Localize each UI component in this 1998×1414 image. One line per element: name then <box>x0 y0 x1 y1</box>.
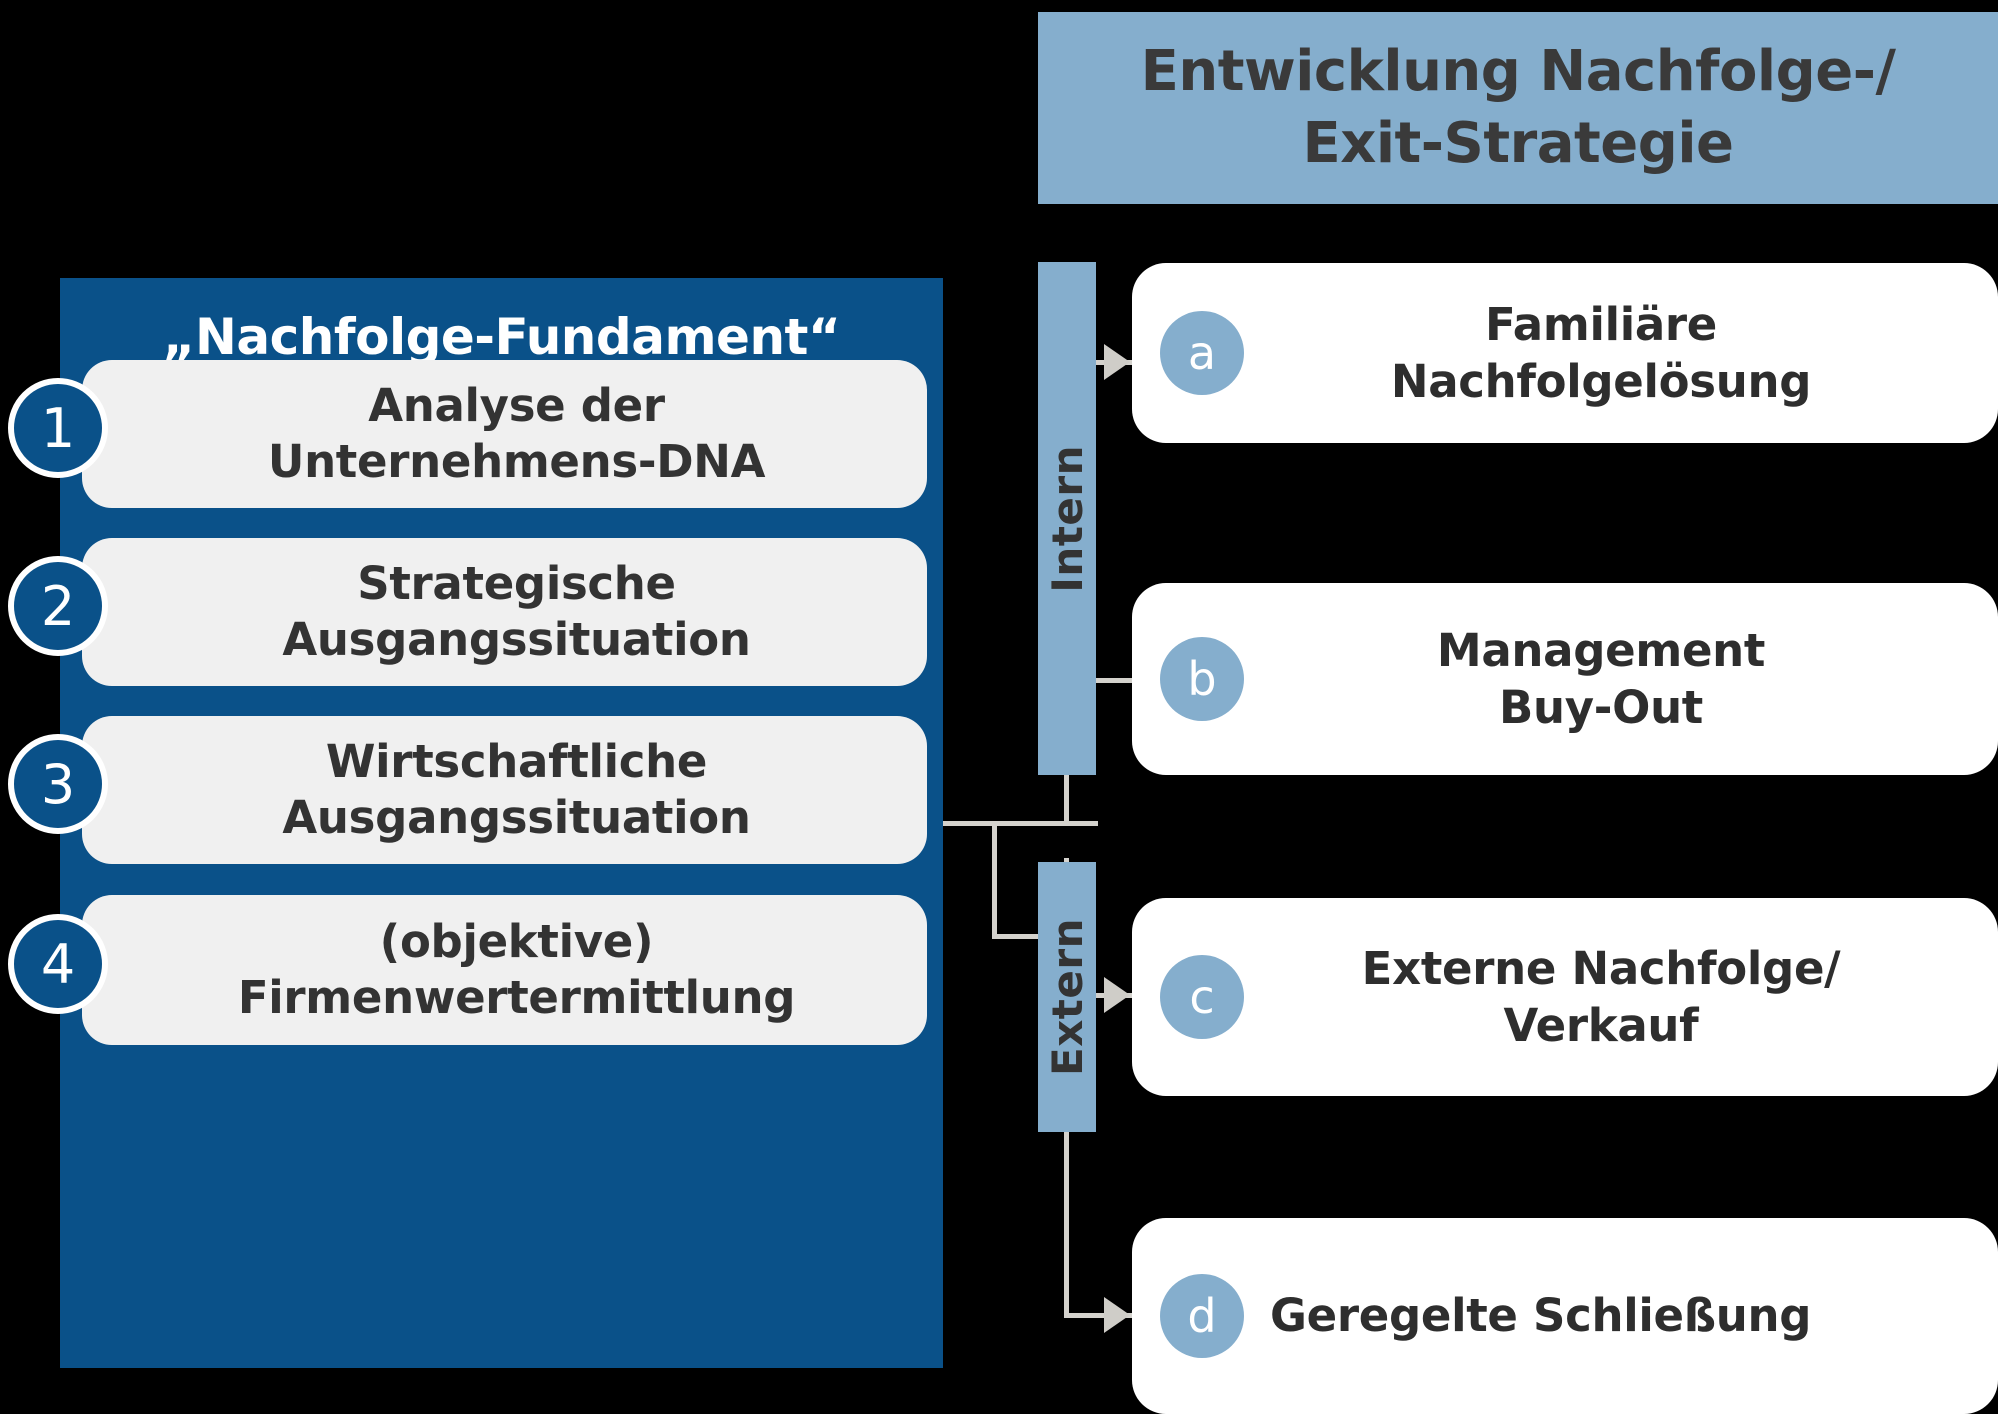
option-card-a[interactable]: a Familiäre Nachfolgelösung <box>1132 263 1998 443</box>
fundament-title: „Nachfolge-Fundament“ <box>162 308 841 366</box>
connector-intern-to-b <box>1096 678 1136 683</box>
category-label-intern: Intern <box>1042 444 1092 593</box>
nachfolge-fundament-panel: „Nachfolge-Fundament“ Analyse der Untern… <box>60 278 943 1368</box>
connector-extern-to-d-horizontal <box>1064 1313 1138 1318</box>
fundament-step-card-1[interactable]: Analyse der Unternehmens-DNA <box>82 360 927 508</box>
fundament-step-card-2[interactable]: Strategische Ausgangssituation <box>82 538 927 686</box>
option-badge-a: a <box>1160 311 1244 395</box>
step-number-badge-4: 4 <box>8 914 108 1014</box>
option-badge-b: b <box>1160 637 1244 721</box>
fundament-step-label-2: Strategische Ausgangssituation <box>282 556 751 666</box>
option-card-c[interactable]: c Externe Nachfolge/ Verkauf <box>1132 898 1998 1096</box>
category-bar-extern: Extern <box>1038 862 1096 1132</box>
connector-trunk-horizontal <box>943 821 1098 826</box>
step-number-badge-1: 1 <box>8 378 108 478</box>
option-badge-c: c <box>1160 955 1244 1039</box>
arrow-head-to-d <box>1104 1297 1130 1333</box>
arrow-head-to-c <box>1104 977 1130 1013</box>
fundament-step-label-4: (objektive) Firmenwertermittlung <box>237 914 796 1024</box>
connector-extern-to-d-vertical <box>1064 1132 1069 1317</box>
category-bar-intern: Intern <box>1038 262 1096 775</box>
option-card-d[interactable]: d Geregelte Schließung <box>1132 1218 1998 1414</box>
option-card-b[interactable]: b Management Buy-Out <box>1132 583 1998 775</box>
fundament-step-card-3[interactable]: Wirtschaftliche Ausgangssituation <box>82 716 927 864</box>
connector-extern-entry-horizontal <box>992 934 1047 939</box>
option-badge-d: d <box>1160 1274 1244 1358</box>
fundament-step-card-4[interactable]: (objektive) Firmenwertermittlung <box>82 895 927 1045</box>
option-label-d: Geregelte Schließung <box>1270 1289 1812 1343</box>
step-number-badge-2: 2 <box>8 556 108 656</box>
option-label-c: Externe Nachfolge/ Verkauf <box>1361 941 1841 1052</box>
connector-drop-to-extern <box>992 821 997 938</box>
option-label-a: Familiäre Nachfolgelösung <box>1390 297 1812 408</box>
arrow-head-to-a <box>1104 344 1130 380</box>
fundament-step-label-1: Analyse der Unternehmens-DNA <box>267 378 766 488</box>
option-label-b: Management Buy-Out <box>1436 623 1766 734</box>
step-number-badge-3: 3 <box>8 734 108 834</box>
header-title: Entwicklung Nachfolge-/ Exit-Strategie <box>1140 39 1896 176</box>
header-banner: Entwicklung Nachfolge-/ Exit-Strategie <box>1038 12 1998 204</box>
connector-riser-to-intern <box>1064 775 1069 823</box>
fundament-step-label-3: Wirtschaftliche Ausgangssituation <box>282 734 751 844</box>
category-label-extern: Extern <box>1042 918 1092 1076</box>
